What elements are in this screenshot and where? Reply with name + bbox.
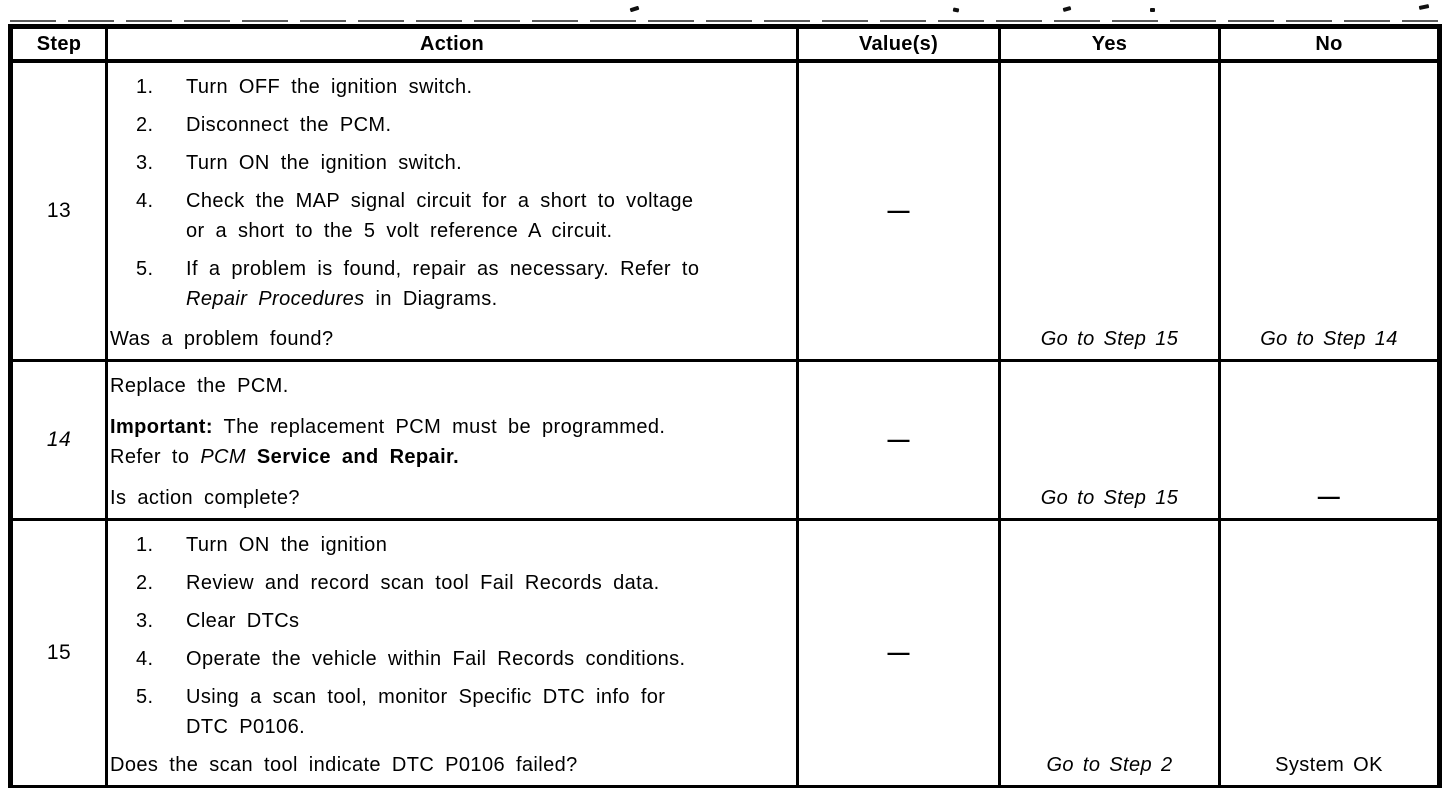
item-text: Review and record scan tool Fail Records… bbox=[186, 572, 660, 594]
yes-text: Go to Step 15 bbox=[1040, 328, 1179, 350]
list-item: 4. Check the MAP signal circuit for a sh… bbox=[136, 186, 788, 246]
no-cell: System OK bbox=[1218, 518, 1441, 788]
scan-line-artifact bbox=[10, 20, 1438, 22]
item-number: 4. bbox=[136, 648, 154, 670]
important-paragraph: Important: The replacement PCM must be p… bbox=[110, 412, 788, 472]
question-text: Was a problem found? bbox=[110, 328, 334, 350]
header-row: Step Action Value(s) Yes No bbox=[9, 25, 1441, 63]
table-row-step-13: 13 1. Turn OFF the ignition switch. 2. D… bbox=[9, 59, 1441, 362]
list-item: 3. Turn ON the ignition switch. bbox=[136, 148, 788, 178]
item-line2-rest: in Diagrams. bbox=[364, 288, 498, 310]
value-dash: — bbox=[887, 427, 910, 452]
yes-text: Go to Step 2 bbox=[1046, 754, 1173, 776]
action-list: 1. Turn ON the ignition 2. Review and re… bbox=[136, 530, 788, 750]
scan-artifact bbox=[1062, 6, 1072, 12]
list-item: 5. If a problem is found, repair as nece… bbox=[136, 254, 788, 314]
question-text: Does the scan tool indicate DTC P0106 fa… bbox=[110, 754, 578, 776]
item-line2: DTC P0106. bbox=[186, 716, 306, 738]
item-number: 5. bbox=[136, 686, 154, 708]
scan-artifact bbox=[629, 5, 640, 13]
scan-artifact bbox=[952, 7, 960, 13]
table-row-step-14: 14 Replace the PCM. Important: The repla… bbox=[9, 359, 1441, 521]
item-text: Turn ON the ignition switch. bbox=[186, 152, 463, 174]
yes-cell: Go to Step 2 bbox=[998, 518, 1221, 788]
step-cell: 15 bbox=[9, 518, 108, 788]
item-number: 2. bbox=[136, 114, 154, 136]
item-text: Turn ON the ignition bbox=[186, 534, 388, 556]
important-text: The replacement PCM must be programmed. bbox=[212, 416, 666, 438]
step-cell: 13 bbox=[9, 59, 108, 362]
list-item: 2. Review and record scan tool Fail Reco… bbox=[136, 568, 788, 598]
refer-to-text: Refer to bbox=[110, 446, 201, 468]
item-text: If a problem is found, repair as necessa… bbox=[186, 254, 699, 314]
item-number: 1. bbox=[136, 76, 154, 98]
header-cell-values: Value(s) bbox=[796, 25, 1001, 63]
step-number: 15 bbox=[46, 641, 72, 664]
item-text: Clear DTCs bbox=[186, 610, 300, 632]
pcm-italic: PCM bbox=[200, 446, 246, 468]
no-text: System OK bbox=[1275, 754, 1383, 776]
list-item: 1. Turn OFF the ignition switch. bbox=[136, 72, 788, 102]
important-label: Important: bbox=[110, 416, 213, 438]
yes-cell: Go to Step 15 bbox=[998, 359, 1221, 521]
important-line1: Important: The replacement PCM must be p… bbox=[110, 412, 788, 442]
values-cell: — bbox=[796, 359, 1001, 521]
header-cell-step: Step bbox=[9, 25, 108, 63]
item-line1: Using a scan tool, monitor Specific DTC … bbox=[186, 686, 666, 708]
header-cell-yes: Yes bbox=[998, 25, 1221, 63]
yes-cell: Go to Step 15 bbox=[998, 59, 1221, 362]
no-cell: — bbox=[1218, 359, 1441, 521]
yes-text: Go to Step 15 bbox=[1040, 487, 1179, 509]
no-cell: Go to Step 14 bbox=[1218, 59, 1441, 362]
action-cell: Replace the PCM. Important: The replacem… bbox=[105, 359, 799, 521]
item-text: Check the MAP signal circuit for a short… bbox=[186, 186, 693, 246]
italic-reference: Repair Procedures bbox=[186, 288, 365, 310]
diagnostic-table: Step Action Value(s) Yes No 13 1. Turn O… bbox=[8, 24, 1442, 788]
no-text: Go to Step 14 bbox=[1260, 328, 1398, 350]
table-row-step-15: 15 1. Turn ON the ignition 2. Review and… bbox=[9, 518, 1441, 788]
action-list: 1. Turn OFF the ignition switch. 2. Disc… bbox=[136, 72, 788, 322]
header-cell-action: Action bbox=[105, 25, 799, 63]
list-item: 4. Operate the vehicle within Fail Recor… bbox=[136, 644, 788, 674]
item-number: 4. bbox=[136, 190, 154, 212]
service-repair-bold: Service and Repair. bbox=[245, 446, 460, 468]
step-number: 13 bbox=[46, 199, 72, 222]
no-dash: — bbox=[1317, 484, 1341, 509]
scan-artifact bbox=[1418, 4, 1430, 10]
important-line2: Refer to PCM Service and Repair. bbox=[110, 442, 788, 472]
step-cell: 14 bbox=[9, 359, 108, 521]
item-line1: Check the MAP signal circuit for a short… bbox=[186, 190, 694, 212]
list-item: 3. Clear DTCs bbox=[136, 606, 788, 636]
list-item: 2. Disconnect the PCM. bbox=[136, 110, 788, 140]
list-item: 1. Turn ON the ignition bbox=[136, 530, 788, 560]
header-cell-no: No bbox=[1218, 25, 1441, 63]
list-item: 5. Using a scan tool, monitor Specific D… bbox=[136, 682, 788, 742]
action-paragraph: Replace the PCM. bbox=[110, 375, 289, 397]
item-text: Using a scan tool, monitor Specific DTC … bbox=[186, 682, 665, 742]
item-line2: Repair Procedures in Diagrams. bbox=[186, 284, 699, 314]
item-line2: or a short to the 5 volt reference A cir… bbox=[186, 220, 613, 242]
item-text: Turn OFF the ignition switch. bbox=[186, 76, 473, 98]
value-dash: — bbox=[887, 198, 910, 223]
item-number: 1. bbox=[136, 534, 154, 556]
item-number: 5. bbox=[136, 258, 154, 280]
scan-artifact bbox=[1150, 8, 1155, 12]
item-number: 3. bbox=[136, 152, 154, 174]
item-text: Operate the vehicle within Fail Records … bbox=[186, 648, 686, 670]
item-line1: If a problem is found, repair as necessa… bbox=[186, 258, 700, 280]
value-dash: — bbox=[887, 640, 910, 665]
question-text: Is action complete? bbox=[110, 487, 300, 509]
action-cell: 1. Turn OFF the ignition switch. 2. Disc… bbox=[105, 59, 799, 362]
step-number: 14 bbox=[46, 428, 72, 451]
item-text: Disconnect the PCM. bbox=[186, 114, 392, 136]
item-number: 2. bbox=[136, 572, 154, 594]
action-cell: 1. Turn ON the ignition 2. Review and re… bbox=[105, 518, 799, 788]
item-number: 3. bbox=[136, 610, 154, 632]
values-cell: — bbox=[796, 59, 1001, 362]
values-cell: — bbox=[796, 518, 1001, 788]
